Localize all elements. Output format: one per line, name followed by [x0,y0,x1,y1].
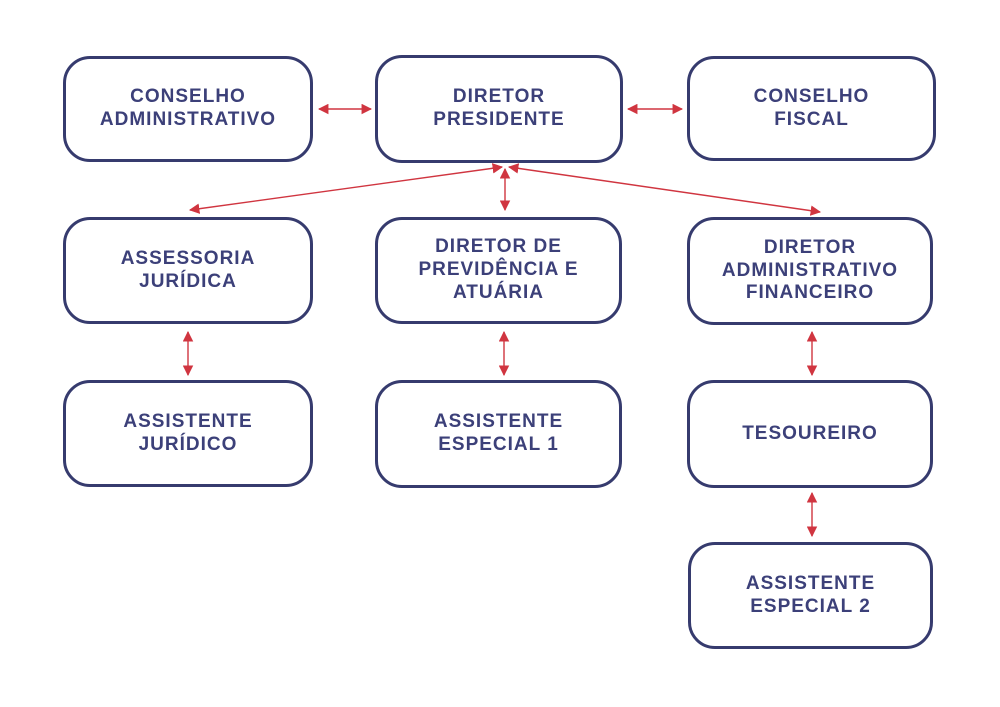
node-label: DIRETOR DE PREVIDÊNCIA E ATUÁRIA [418,236,579,303]
node-tesoureiro: TESOUREIRO [687,380,933,488]
node-label: ASSISTENTE ESPECIAL 2 [745,572,876,617]
node-label: CONSELHO ADMINISTRATIVO [99,86,277,130]
node-conselho-administrativo: CONSELHO ADMINISTRATIVO [63,56,313,162]
node-assistente-especial-2: ASSISTENTE ESPECIAL 2 [688,542,933,649]
node-diretor-previdencia-atuaria: DIRETOR DE PREVIDÊNCIA E ATUÁRIA [375,217,622,324]
node-assistente-juridico: ASSISTENTE JURÍDICO [63,380,313,487]
node-label: ASSISTENTE ESPECIAL 1 [433,411,564,455]
node-label: ASSISTENTE JURÍDICO [123,410,253,455]
node-assessoria-juridica: ASSESSORIA JURÍDICA [63,217,313,324]
node-diretor-presidente: DIRETOR PRESIDENTE [375,55,623,163]
node-label: ASSESSORIA JURÍDICA [120,247,256,292]
node-label: TESOUREIRO [742,422,878,444]
node-label: DIRETOR PRESIDENTE [433,86,565,130]
node-assistente-especial-1: ASSISTENTE ESPECIAL 1 [375,380,622,488]
node-label: CONSELHO FISCAL [753,85,870,130]
node-diretor-administrativo-financeiro: DIRETOR ADMINISTRATIVO FINANCEIRO [687,217,933,325]
node-label: DIRETOR ADMINISTRATIVO FINANCEIRO [721,236,899,304]
edge-diretor-presidente-diretor-administrativo-financeiro [507,163,822,216]
node-conselho-fiscal: CONSELHO FISCAL [687,56,936,161]
edge-diretor-presidente-assessoria-juridica [188,163,504,214]
